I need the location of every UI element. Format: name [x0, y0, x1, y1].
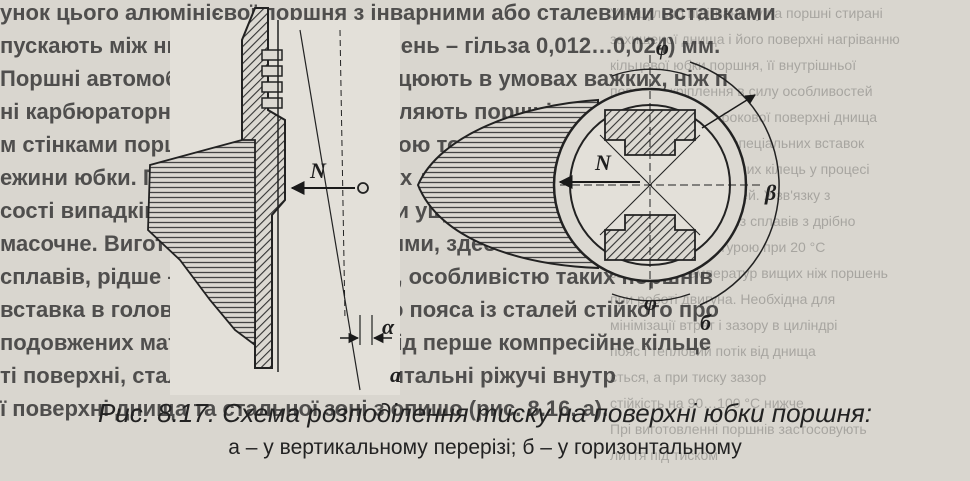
ring-groove: [261, 65, 283, 77]
bleed-line: захищеної днища і його поверхні нагріван…: [610, 31, 900, 47]
label-alpha: α: [382, 314, 395, 339]
label-phi-top: φ: [656, 35, 669, 60]
phi-arc-bottom: [611, 293, 691, 302]
bleed-line: при роботі двигуна. Необхідна для: [610, 291, 836, 307]
figure-caption-subtitle: а – у вертикальному перерізі; б – у гори…: [228, 436, 742, 459]
bleed-line: Прі виготовленні поршнів застосовують: [610, 421, 867, 437]
figure-caption-title: Рис. 8.17. Схема розподілення тиску на п…: [97, 398, 873, 428]
background-text-line: ї поверхні днища та стальної зоні з опиш…: [0, 396, 609, 421]
label-a: а: [390, 362, 401, 387]
bleed-line: ється, а при тиску зазор: [610, 369, 767, 385]
label-b: б: [700, 310, 712, 335]
beta-arc: [689, 61, 780, 306]
pressure-distribution-horizontal: [416, 98, 599, 270]
bleed-line: мінімізації втрат і зазору в циліндрі: [610, 317, 838, 333]
bleed-line: стійкість на 90…100 °С нижче: [610, 395, 804, 411]
bleed-line: У нещільно підігнаному на поршні стирані: [610, 5, 883, 21]
ring-groove: [261, 49, 283, 61]
ring-groove: [261, 97, 283, 109]
pressure-diagram: N α а N β φ φ б: [147, 7, 780, 395]
label-phi-bottom: φ: [644, 290, 657, 315]
label-beta: β: [764, 180, 777, 205]
vertical-section-figure: N α а: [147, 7, 401, 395]
horizontal-section-figure: N β φ φ б: [416, 35, 780, 335]
bleed-line: пояс і тепловий потік від днища: [610, 343, 816, 359]
vertical-reference-line: [339, 29, 346, 321]
label-N-right: N: [594, 150, 612, 175]
bleed-line: лиття під тиском: [610, 447, 718, 463]
ring-groove: [261, 81, 283, 93]
pressure-distribution-vertical: [147, 139, 256, 347]
beta-leader: [701, 94, 756, 129]
pin-center: [357, 182, 369, 194]
piston-axis-line: [299, 29, 361, 391]
bleed-line: кільцевої юбки поршня, її внутрішньої: [610, 57, 857, 73]
phi-arc-top: [611, 68, 691, 77]
label-N-left: N: [309, 158, 327, 183]
diagonal-line: [599, 134, 701, 236]
